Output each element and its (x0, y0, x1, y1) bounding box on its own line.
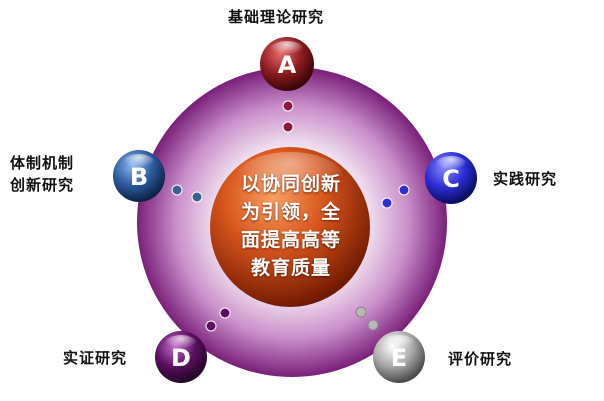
node-label-a: 基础理论研究 (228, 6, 324, 28)
node-ball-c: C (425, 152, 477, 204)
connector-dots-e (355, 306, 379, 331)
node-ball-a: A (260, 37, 314, 91)
node-label-a-line-1: 基础理论研究 (228, 8, 325, 26)
connector-dots-a (282, 100, 294, 133)
connector-dots-d (205, 307, 231, 332)
center-text-line-1: 以协同创新 (240, 173, 341, 195)
center-text: 以协同创新 为引领，全 面提高高等 教育质量 (218, 170, 364, 282)
node-letter-b: B (130, 163, 148, 191)
connector-dots-c (381, 184, 410, 209)
connector-dots-b (171, 184, 203, 203)
node-label-e-line-1: 评价研究 (448, 350, 513, 368)
center-text-line-4: 教育质量 (250, 257, 331, 279)
node-label-d: 实证研究 (63, 347, 127, 369)
node-letter-c: C (442, 165, 460, 193)
center-ball-highlight (235, 152, 345, 208)
node-label-d-line-1: 实证研究 (63, 349, 128, 367)
center-text-line-3: 面提高高等 (240, 229, 341, 251)
node-ball-d: D (155, 331, 207, 383)
node-label-b: 体制机制 创新研究 (10, 152, 74, 196)
node-label-b-line-1: 体制机制 (10, 154, 75, 172)
node-label-c: 实践研究 (493, 168, 557, 190)
node-ball-b: B (113, 150, 165, 202)
node-letter-a: A (278, 51, 297, 79)
node-label-c-line-1: 实践研究 (493, 170, 558, 188)
center-text-line-2: 为引领，全 (240, 201, 341, 223)
node-letter-d: D (171, 344, 191, 372)
node-ball-e: E (373, 331, 425, 383)
node-label-b-line-2: 创新研究 (10, 176, 75, 194)
node-label-e: 评价研究 (448, 348, 512, 370)
node-letter-e: E (391, 344, 407, 372)
